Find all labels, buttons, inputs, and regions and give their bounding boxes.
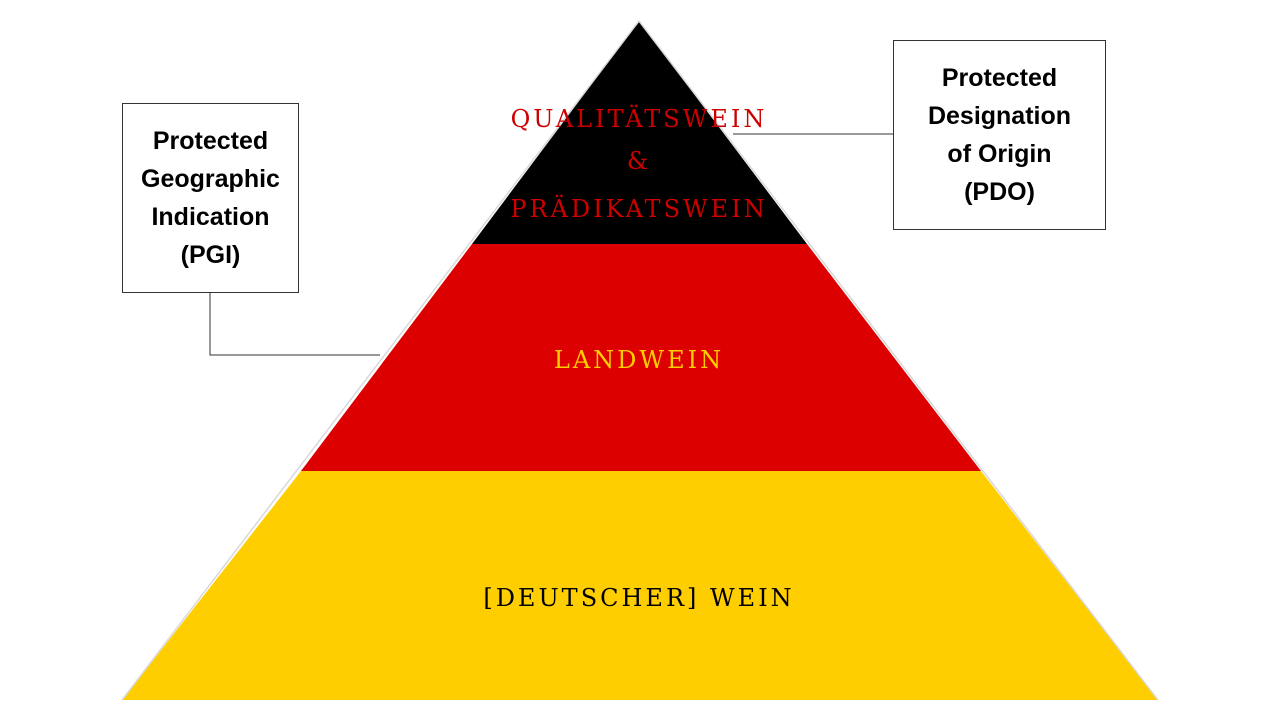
pgi-connector-line [209,293,380,356]
tier-middle-label: LANDWEIN [554,346,724,374]
tier-bottom-shape [122,471,1158,700]
tier-top-label-line2: & [627,147,651,175]
tier-bottom-label: [DEUTSCHER] WEIN [483,584,794,612]
pgi-callout-line2: Geographic [141,165,280,193]
pgi-callout-line4: (PGI) [180,241,241,269]
tier-top-shape [472,21,807,244]
tier-top-label-line3: PRÄDIKATSWEIN [510,194,767,223]
tier-top-label-line1: QUALITÄTSWEIN [511,104,768,133]
pdo-callout-line2: Designation [927,102,1072,130]
pdo-callout-line1: Protected [941,64,1058,92]
pyramid-right-edge [638,20,1159,701]
pdo-callout-line3: of Origin [947,140,1052,168]
pgi-callout-line1: Protected [152,127,269,155]
pgi-callout-box: Protected Geographic Indication (PGI) [122,103,299,293]
pgi-callout-line3: Indication [151,203,270,231]
pyramid-left-edge [121,20,640,701]
pdo-callout-line4: (PDO) [964,178,1035,206]
tier-middle-shape [301,244,981,471]
pdo-callout-box: Protected Designation of Origin (PDO) [893,40,1106,230]
